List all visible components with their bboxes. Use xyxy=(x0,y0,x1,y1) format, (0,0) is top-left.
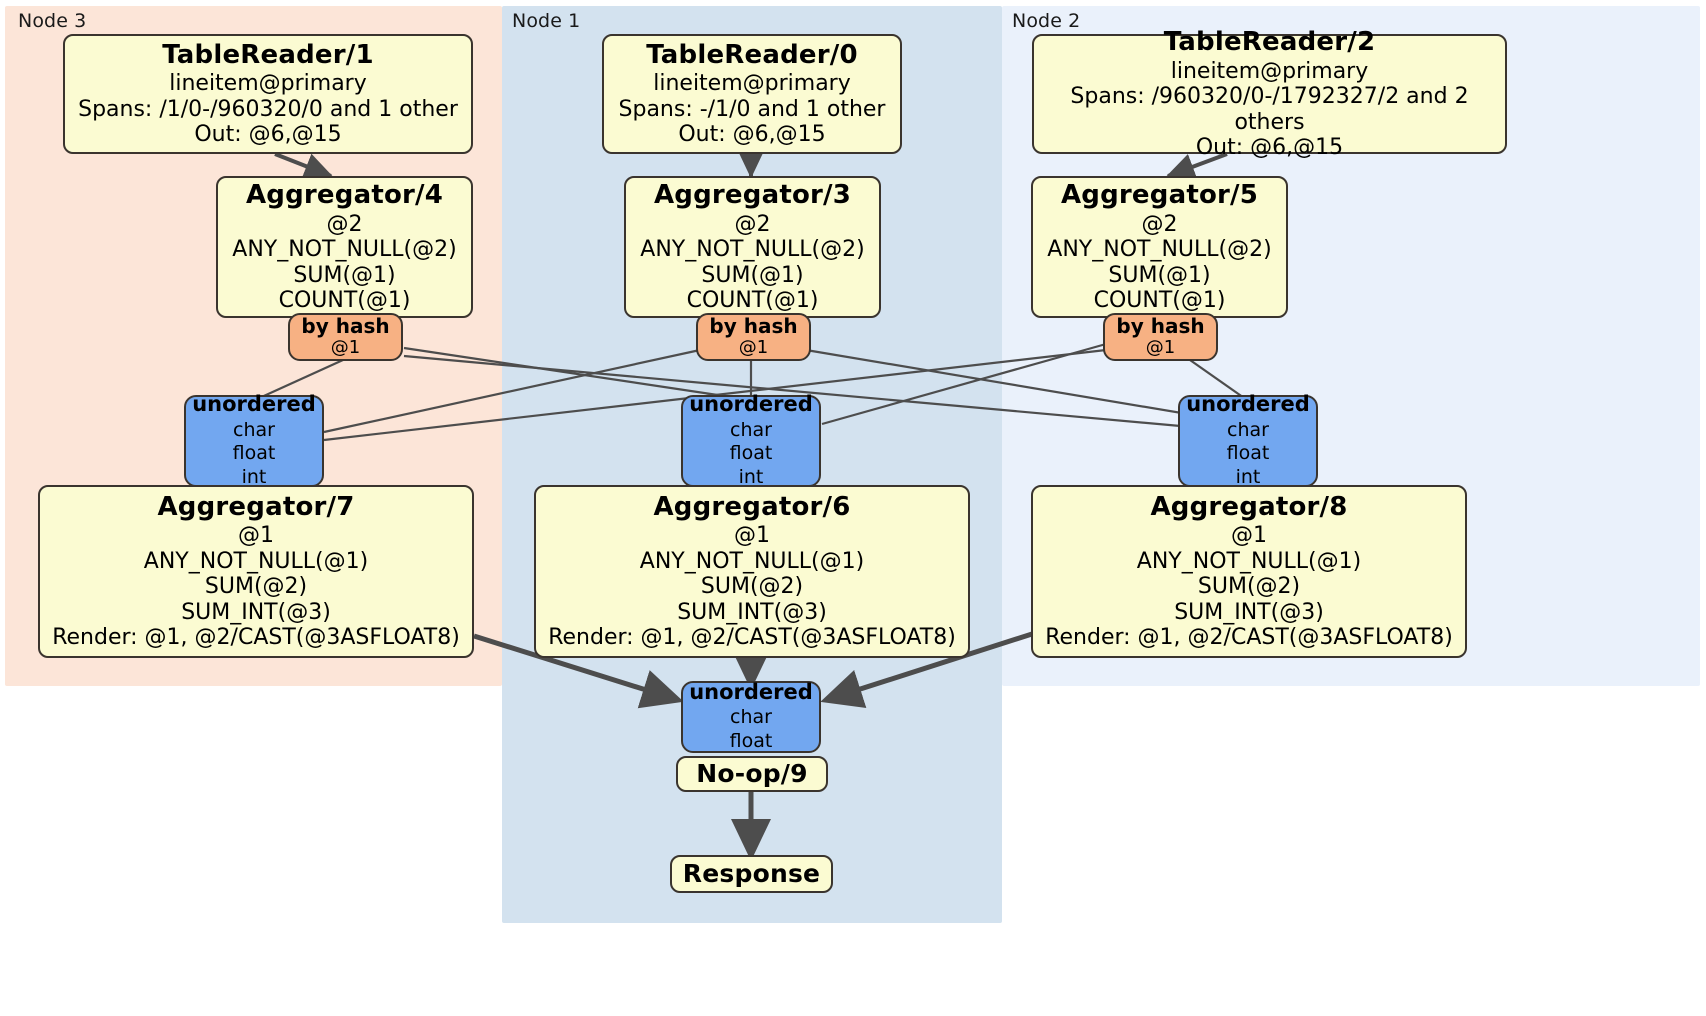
final-aggregator-node1[interactable]: Aggregator/6 @1 ANY_NOT_NULL(@1) SUM(@2)… xyxy=(534,485,970,658)
receiver-node3[interactable]: unordered char float int xyxy=(184,392,324,489)
table-reader-node2-spans: Spans: /960320/0-/1792327/2 and 2 others xyxy=(1070,84,1469,135)
final-aggregator-node3[interactable]: Aggregator/7 @1 ANY_NOT_NULL(@1) SUM(@2)… xyxy=(38,485,474,658)
receiver-final[interactable]: unordered char float xyxy=(681,680,821,753)
table-reader-node1-title: TableReader/0 xyxy=(646,40,858,71)
hash-router-node2-column: @1 xyxy=(1145,337,1176,359)
table-reader-node2-title: TableReader/2 xyxy=(1163,27,1376,58)
receiver-node1[interactable]: unordered char float int xyxy=(681,392,821,489)
hash-router-node1[interactable]: by hash @1 xyxy=(696,313,811,361)
final-aggregator-node1-agg1: ANY_NOT_NULL(@1) xyxy=(639,548,865,574)
final-aggregator-node3-agg1: ANY_NOT_NULL(@1) xyxy=(143,548,369,574)
final-aggregator-node3-agg2: SUM(@2) xyxy=(204,574,308,600)
local-aggregator-node2-agg1: ANY_NOT_NULL(@2) xyxy=(1047,237,1272,263)
final-aggregator-node2-agg2: SUM(@2) xyxy=(1197,574,1301,600)
local-aggregator-node3-group: @2 xyxy=(326,211,363,237)
final-aggregator-node1-render: Render: @1, @2/CAST(@3ASFLOAT8) xyxy=(548,625,956,651)
hash-router-node3-title: by hash xyxy=(301,313,390,338)
hash-router-node1-column: @1 xyxy=(738,337,769,359)
local-aggregator-node2-agg2: SUM(@1) xyxy=(1108,262,1211,288)
receiver-node2-type-0: char xyxy=(1227,418,1269,441)
receiver-node3-type-0: char xyxy=(233,418,275,441)
hash-router-node3-column: @1 xyxy=(330,337,361,359)
table-reader-node1-out: Out: @6,@15 xyxy=(678,122,826,148)
receiver-final-title: unordered xyxy=(689,680,813,705)
receiver-node3-type-1: float xyxy=(232,442,276,465)
final-aggregator-node2-render: Render: @1, @2/CAST(@3ASFLOAT8) xyxy=(1045,625,1453,651)
final-aggregator-node1-agg2: SUM(@2) xyxy=(700,574,804,600)
table-reader-node3-table: lineitem@primary xyxy=(169,71,367,97)
local-aggregator-node3-agg3: COUNT(@1) xyxy=(278,288,411,314)
node-panel-label-node2: Node 2 xyxy=(1012,10,1081,32)
receiver-node2-title: unordered xyxy=(1186,392,1310,417)
local-aggregator-node3-title: Aggregator/4 xyxy=(245,180,444,211)
table-reader-node3-out: Out: @6,@15 xyxy=(194,122,342,148)
final-aggregator-node3-title: Aggregator/7 xyxy=(157,492,355,523)
receiver-final-type-0: char xyxy=(730,706,772,729)
node-panel-label-node3: Node 3 xyxy=(18,10,87,32)
hash-router-node2[interactable]: by hash @1 xyxy=(1103,313,1218,361)
response-node-title: Response xyxy=(682,859,821,888)
noop-processor-title: No-op/9 xyxy=(696,759,808,788)
final-aggregator-node3-agg3: SUM_INT(@3) xyxy=(181,599,331,625)
local-aggregator-node3-agg2: SUM(@1) xyxy=(293,262,396,288)
node-panel-label-node1: Node 1 xyxy=(512,10,581,32)
table-reader-node2-table: lineitem@primary xyxy=(1170,58,1369,84)
receiver-node2-type-2: int xyxy=(1235,466,1261,489)
local-aggregator-node1[interactable]: Aggregator/3 @2 ANY_NOT_NULL(@2) SUM(@1)… xyxy=(624,176,881,318)
table-reader-node1-table: lineitem@primary xyxy=(653,71,851,97)
noop-processor[interactable]: No-op/9 xyxy=(676,756,828,792)
hash-router-node1-title: by hash xyxy=(709,313,798,338)
receiver-node2[interactable]: unordered char float int xyxy=(1178,392,1318,489)
receiver-node1-title: unordered xyxy=(689,392,813,417)
final-aggregator-node2-agg3: SUM_INT(@3) xyxy=(1174,599,1324,625)
table-reader-node3[interactable]: TableReader/1 lineitem@primary Spans: /1… xyxy=(63,34,473,154)
local-aggregator-node2-group: @2 xyxy=(1141,211,1178,237)
hash-router-node3[interactable]: by hash @1 xyxy=(288,313,403,361)
final-aggregator-node2-title: Aggregator/8 xyxy=(1150,492,1348,523)
local-aggregator-node1-agg3: COUNT(@1) xyxy=(686,288,819,314)
table-reader-node2-out: Out: @6,@15 xyxy=(1195,135,1344,161)
final-aggregator-node2[interactable]: Aggregator/8 @1 ANY_NOT_NULL(@1) SUM(@2)… xyxy=(1031,485,1467,658)
final-aggregator-node1-group: @1 xyxy=(734,523,770,549)
response-node[interactable]: Response xyxy=(670,855,833,893)
table-reader-node3-title: TableReader/1 xyxy=(162,40,374,71)
final-aggregator-node3-group: @1 xyxy=(238,523,274,549)
final-aggregator-node2-group: @1 xyxy=(1231,523,1267,549)
table-reader-node3-spans: Spans: /1/0-/960320/0 and 1 other xyxy=(78,96,458,122)
local-aggregator-node1-agg2: SUM(@1) xyxy=(701,262,804,288)
local-aggregator-node2-title: Aggregator/5 xyxy=(1060,180,1259,211)
receiver-node1-type-2: int xyxy=(738,466,764,489)
table-reader-node1[interactable]: TableReader/0 lineitem@primary Spans: -/… xyxy=(602,34,902,154)
local-aggregator-node2[interactable]: Aggregator/5 @2 ANY_NOT_NULL(@2) SUM(@1)… xyxy=(1031,176,1288,318)
table-reader-node1-spans: Spans: -/1/0 and 1 other xyxy=(618,96,886,122)
receiver-node2-type-1: float xyxy=(1226,442,1270,465)
local-aggregator-node1-title: Aggregator/3 xyxy=(653,180,852,211)
final-aggregator-node2-agg1: ANY_NOT_NULL(@1) xyxy=(1136,548,1362,574)
receiver-node1-type-1: float xyxy=(729,442,773,465)
local-aggregator-node3-agg1: ANY_NOT_NULL(@2) xyxy=(232,237,457,263)
local-aggregator-node2-agg3: COUNT(@1) xyxy=(1093,288,1226,314)
receiver-node3-type-2: int xyxy=(241,466,267,489)
final-aggregator-node3-render: Render: @1, @2/CAST(@3ASFLOAT8) xyxy=(52,625,460,651)
receiver-node3-title: unordered xyxy=(192,392,316,417)
final-aggregator-node1-title: Aggregator/6 xyxy=(653,492,851,523)
hash-router-node2-title: by hash xyxy=(1116,313,1205,338)
receiver-node1-type-0: char xyxy=(730,418,772,441)
receiver-final-type-1: float xyxy=(729,730,773,753)
local-aggregator-node1-agg1: ANY_NOT_NULL(@2) xyxy=(640,237,865,263)
table-reader-node2[interactable]: TableReader/2 lineitem@primary Spans: /9… xyxy=(1032,27,1507,160)
local-aggregator-node3[interactable]: Aggregator/4 @2 ANY_NOT_NULL(@2) SUM(@1)… xyxy=(216,176,473,318)
final-aggregator-node1-agg3: SUM_INT(@3) xyxy=(677,599,827,625)
local-aggregator-node1-group: @2 xyxy=(734,211,771,237)
